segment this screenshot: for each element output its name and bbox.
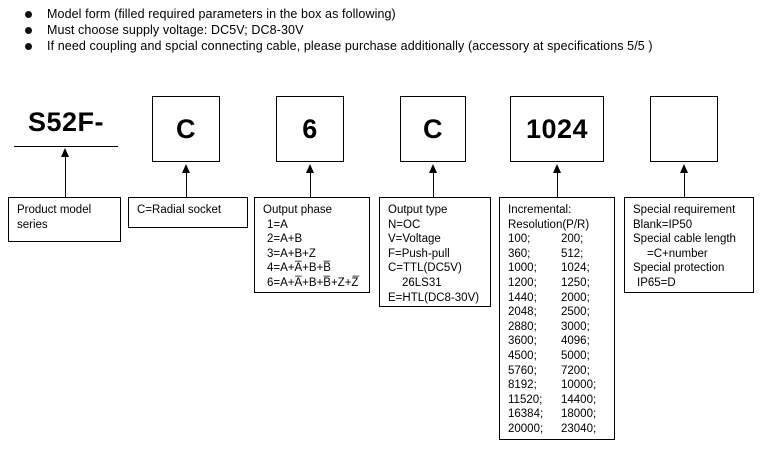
- desc-line: E=HTL(DC8-30V): [388, 291, 480, 304]
- code-box-output-type[interactable]: C: [400, 96, 466, 162]
- desc-line: Special cable length: [633, 233, 736, 246]
- table-row: 1000;1024;: [508, 262, 590, 275]
- desc-line: 3=A+B+Z: [267, 247, 316, 260]
- table-row: 16384;18000;: [508, 408, 597, 421]
- desc-box-output-phase-title: Output phase: [263, 204, 333, 216]
- desc-line: series: [17, 218, 48, 231]
- desc-box-output-type: Output type N=OC V=Voltage F=Push-pull C…: [379, 197, 491, 307]
- table-row: 2048;2500;: [508, 306, 590, 319]
- code-box-resolution-value: 1024: [525, 113, 589, 144]
- desc-line: 4=A+A̅+B+B̅: [267, 262, 331, 275]
- desc-line: Product model: [17, 204, 92, 216]
- code-box-resolution[interactable]: 1024: [510, 96, 604, 162]
- desc-box-output-phase: Output phase 1=A 2=A+B 3=A+B+Z 4=A+A̅+B+…: [254, 197, 370, 293]
- table-row: 5760;7200;: [508, 364, 590, 377]
- note-text: Model form (filled required parameters i…: [47, 7, 396, 21]
- code-box-output-phase[interactable]: 6: [276, 96, 344, 162]
- desc-line: V=Voltage: [388, 233, 441, 246]
- desc-line: 1=A: [267, 218, 288, 231]
- desc-box-resolution: Incremental: Resolution(P/R) 100;200; 36…: [499, 197, 615, 440]
- connector-arrow-special: [680, 164, 688, 173]
- connector-arrow-output-type: [429, 164, 437, 173]
- table-row: 360;512;: [508, 247, 584, 260]
- desc-box-output-type-title: Output type: [388, 204, 448, 216]
- table-row: 100;200;: [508, 233, 584, 246]
- desc-line: C=Radial socket: [137, 204, 222, 216]
- series-underline: [14, 146, 118, 147]
- table-row: 3600;4096;: [508, 335, 590, 348]
- connector-arrow-series: [61, 148, 69, 157]
- desc-line: 2=A+B: [267, 233, 303, 246]
- table-row: 11520;14400;: [508, 393, 597, 406]
- note-text: If need coupling and spcial connecting c…: [47, 39, 653, 53]
- desc-box-special-title: Special requirement: [633, 204, 736, 216]
- note-text: Must choose supply voltage: DC5V; DC8-30…: [47, 23, 304, 37]
- connector-line-output-phase: [310, 172, 311, 197]
- desc-line: N=OC: [388, 218, 421, 231]
- code-box-special[interactable]: [650, 96, 718, 162]
- bullet-icon: [25, 11, 32, 18]
- desc-line: F=Push-pull: [388, 247, 450, 260]
- desc-box-socket: C=Radial socket: [128, 197, 248, 228]
- desc-line: IP65=D: [637, 276, 676, 289]
- connector-arrow-output-phase: [306, 164, 314, 173]
- desc-box-special: Special requirement Blank=IP50 Special c…: [624, 197, 754, 293]
- bullet-icon: [25, 43, 32, 50]
- code-series-label: S52F-: [14, 100, 118, 144]
- code-series-value: S52F-: [27, 106, 105, 137]
- connector-arrow-resolution: [553, 164, 561, 173]
- desc-line: =C+number: [647, 247, 708, 260]
- desc-line: 6=A+A̅+B+B̅+Z+Z̅: [267, 276, 359, 289]
- code-box-output-phase-value: 6: [302, 113, 318, 144]
- desc-line: Special protection: [633, 262, 725, 275]
- resolution-table: 100;200; 360;512; 1000;1024; 1200;1250; …: [508, 232, 607, 436]
- table-row: 8192;10000;: [508, 379, 597, 392]
- desc-line: Blank=IP50: [633, 218, 693, 231]
- connector-arrow-socket: [182, 164, 190, 173]
- code-box-socket[interactable]: C: [152, 96, 220, 162]
- bullet-icon: [25, 27, 32, 34]
- desc-line: C=TTL(DC5V): [388, 262, 462, 275]
- connector-line-output-type: [433, 172, 434, 197]
- connector-line-resolution: [557, 172, 558, 197]
- connector-line-special: [684, 172, 685, 197]
- table-row: 20000;23040;: [508, 422, 597, 435]
- code-box-socket-value: C: [176, 113, 196, 144]
- table-row: 2880;3000;: [508, 320, 590, 333]
- connector-line-socket: [186, 172, 187, 197]
- code-box-output-type-value: C: [423, 113, 443, 144]
- desc-box-resolution-title: Incremental:: [508, 204, 572, 216]
- connector-line-series: [65, 156, 66, 197]
- desc-box-product-model: Product model series: [8, 197, 121, 242]
- desc-line: 26LS31: [402, 276, 442, 289]
- table-row: 4500;5000;: [508, 349, 590, 362]
- desc-box-resolution-subtitle: Resolution(P/R): [508, 218, 590, 231]
- table-row: 1440;2000;: [508, 291, 590, 304]
- table-row: 1200;1250;: [508, 276, 590, 289]
